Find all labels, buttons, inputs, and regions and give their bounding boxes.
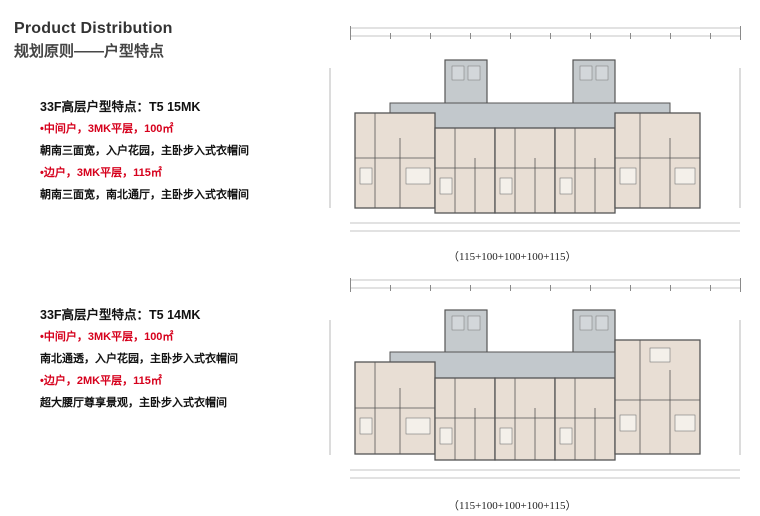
header-title: Product Distribution (14, 20, 173, 37)
header-subtitle: 规划原则——户型特点 (14, 43, 165, 60)
middle-unit-desc: 南北通透，入户花园，主卧步入式衣帽间 (40, 353, 238, 365)
middle-unit-spec: •中间户，3MK平层，100㎡ (40, 123, 174, 135)
middle-unit-spec: •中间户，3MK平层，100㎡ (40, 331, 174, 343)
edge-unit-spec: •边户，2MK平层，115㎡ (40, 375, 162, 387)
middle-unit-desc: 朝南三面宽，入户花园，主卧步入式衣帽间 (40, 145, 249, 157)
edge-unit-spec: •边户，3MK平层，115㎡ (40, 167, 162, 179)
floor-plan-1 (329, 26, 741, 232)
description-block-2: 33F高层户型特点：T5 14MK •中间户，3MK平层，100㎡ 南北通透，入… (40, 304, 238, 414)
plan-2-caption: （115+100+100+100+115） (448, 500, 577, 512)
plan-1-caption: （115+100+100+100+115） (448, 251, 577, 263)
edge-unit-desc: 超大腰厅尊享景观，主卧步入式衣帽间 (40, 397, 227, 409)
block-title: 33F高层户型特点：T5 14MK (40, 308, 201, 322)
block-title: 33F高层户型特点：T5 15MK (40, 100, 201, 114)
edge-unit-desc: 朝南三面宽，南北通厅，主卧步入式衣帽间 (40, 189, 249, 201)
description-block-1: 33F高层户型特点：T5 15MK •中间户，3MK平层，100㎡ 朝南三面宽，… (40, 96, 249, 206)
floor-plan-2 (329, 278, 741, 479)
